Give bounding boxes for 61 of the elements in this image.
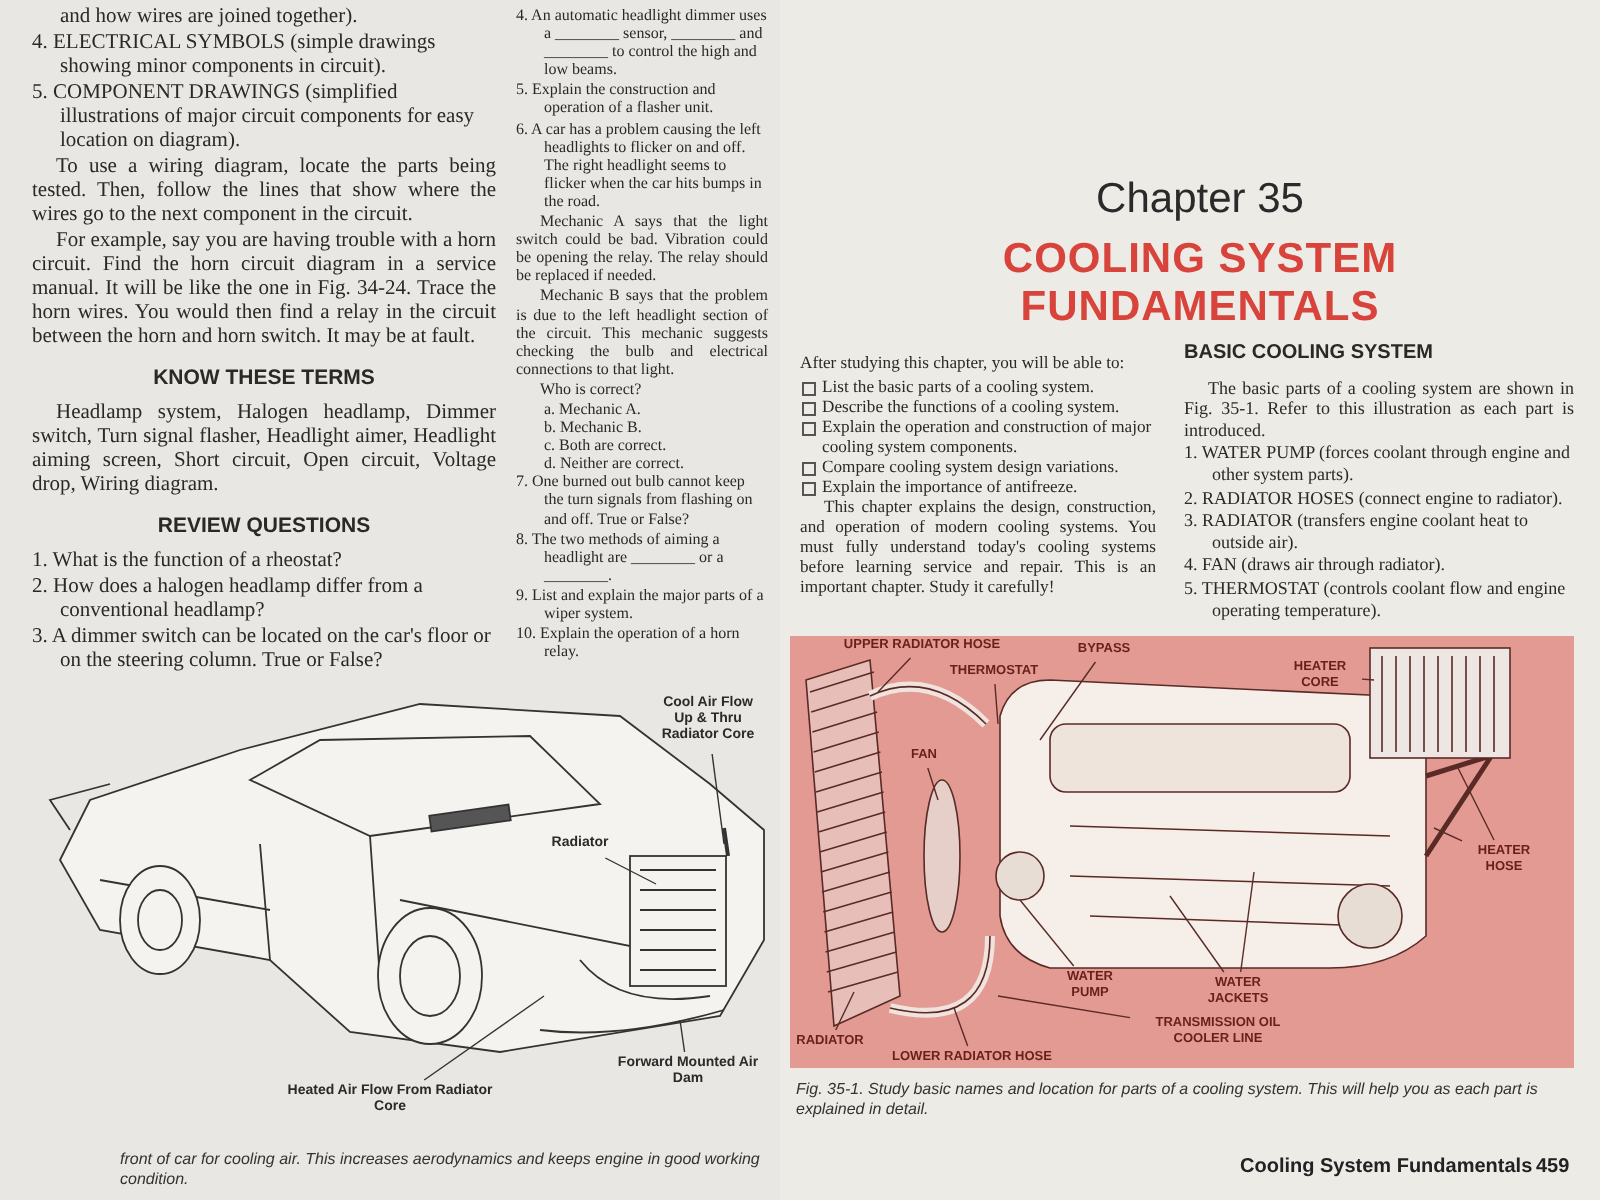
list-item: 4. ELECTRICAL SYMBOLS (simple drawings showing minor components in circuit).: [32, 32, 438, 80]
paragraph: After studying this chapter, you will be able to:: [800, 352, 1127, 372]
list-item: 5. Explain the construction and operation of a flasher unit.: [516, 80, 718, 118]
list-item: 8. The two methods of aiming a headlight are ________ or a ________.: [516, 529, 726, 584]
list-item: 4. FAN (draws air through radiator).: [1184, 554, 1448, 576]
list-item: 1. What is the function of a rheostat?: [32, 550, 344, 574]
paragraph: Mechanic B says that the problem is due to the left headlight section of the circuit. This mechanic suggests checking the bulb and electrical connections to that light.: [516, 286, 768, 378]
list-item: 3. RADIATOR (transfers engine coolant heat to outside air).: [1184, 510, 1531, 553]
leader-line: [1019, 899, 1075, 967]
list-item: 3. A dimmer switch can be located on the car's floor or on the steering column. True or False?: [32, 626, 493, 674]
paragraph: The basic parts of a cooling system are shown in Fig. 35-1. Refer to this illustration as each part is introduced.: [1184, 377, 1574, 441]
list-item: 2. How does a halogen headlamp differ from a conventional headlamp?: [32, 576, 425, 624]
section-heading: KNOW THESE TERMS: [151, 366, 377, 390]
running-footer: Cooling System Fundamentals: [1240, 1156, 1533, 1178]
leader-line: [994, 683, 999, 725]
figure-caption: Fig. 35-1. Study basic names and location for parts of a cooling system. This will help you as each part is explained in detail.: [796, 1080, 1540, 1120]
list-item: 5. THERMOSTAT (controls coolant flow and engine operating temperature).: [1184, 577, 1568, 621]
paragraph: To use a wiring diagram, locate the parts being tested. Then, follow the lines that show where the wires go to the next component in the circuit.: [32, 156, 496, 228]
leader-line: [1433, 827, 1463, 842]
page-number: 459: [1536, 1156, 1570, 1178]
figure-caption: front of car for cooling air. This increases aerodynamics and keeps engine in good working condition.: [120, 1150, 760, 1190]
leader-line: [679, 1019, 686, 1053]
leader-line: [877, 657, 912, 693]
chapter-heading: Chapter 35: [1094, 176, 1306, 224]
objective-item: List the basic parts of a cooling system.: [800, 376, 1156, 396]
objective-item: Explain the importance of antifreeze.: [800, 476, 1156, 496]
answer-option: c. Both are correct.: [516, 436, 768, 455]
list-item: 2. RADIATOR HOSES (connect engine to radiator).: [1184, 487, 1565, 509]
paragraph: For example, say you are having trouble with a horn circuit. Find the horn circuit diagram in a service manual. It will be like the one in Fig. 34-24. Trace the horn wires. You would then find a relay in the circuit between the horn and horn switch. It may be at fault.: [32, 230, 496, 350]
leader-line: [927, 767, 939, 801]
paragraph: This chapter explains the design, construction, and operation of modern cooling systems. You must fully understand today's cooling systems before learning service and repair. This is an important chapter. Study it carefully!: [800, 496, 1156, 596]
list-item: 5. COMPONENT DRAWINGS (simplified illustrations of major circuit components for easy location on diagram).: [32, 82, 477, 154]
leader-line: [604, 857, 657, 885]
section-heading: BASIC COOLING SYSTEM: [1184, 344, 1435, 366]
list-item: 1. WATER PUMP (forces coolant through engine and other system parts).: [1184, 442, 1572, 486]
leader-line: [997, 995, 1131, 1019]
answer-option: b. Mechanic B.: [516, 418, 768, 437]
list-item: 9. List and explain the major parts of a wiper system.: [516, 585, 766, 623]
answer-option: d. Neither are correct.: [516, 454, 768, 473]
paragraph: and how wires are joined together).: [58, 6, 360, 30]
paragraph: Headlamp system, Halogen headlamp, Dimmer switch, Turn signal flasher, Headlight aimer, Headlight aiming screen, Short circuit, Open circuit, Voltage drop, Wiring diagram.: [32, 402, 496, 498]
list-item: 10. Explain the operation of a horn relay.: [516, 624, 742, 661]
paragraph: Who is correct?: [538, 379, 644, 398]
leader-line: [423, 995, 545, 1081]
objective-item: Describe the functions of a cooling system.: [800, 396, 1156, 416]
objective-item: Compare cooling system design variations.: [800, 456, 1156, 476]
leader-line: [1169, 895, 1225, 973]
leader-line: [1457, 767, 1495, 841]
leader-line: [835, 991, 855, 1031]
leader-line: [711, 753, 725, 845]
paragraph: Mechanic A says that the light switch could be bad. Vibration could be opening the relay. The relay should be replaced if needed.: [516, 212, 768, 285]
leader-line: [1239, 871, 1255, 973]
section-heading: REVIEW QUESTIONS: [155, 514, 373, 538]
list-item: 7. One burned out bulb cannot keep the turn signals from flashing on and off. True or False?: [516, 472, 755, 528]
objective-item: Explain the operation and construction of major cooling system components.: [800, 416, 1156, 456]
chapter-title: COOLING SYSTEM FUNDAMENTALS: [1000, 236, 1400, 332]
answer-option: a. Mechanic A.: [516, 399, 768, 419]
list-item: 6. A car has a problem causing the left headlights to flicker on and off. The right headlight seems to flicker when the car hits bumps in the road.: [516, 119, 764, 211]
leader-line: [1361, 678, 1375, 681]
leader-line: [953, 1007, 969, 1047]
list-item: 4. An automatic headlight dimmer uses a ________ sensor, ________ and ________ to control the high and low beams.: [516, 6, 768, 79]
